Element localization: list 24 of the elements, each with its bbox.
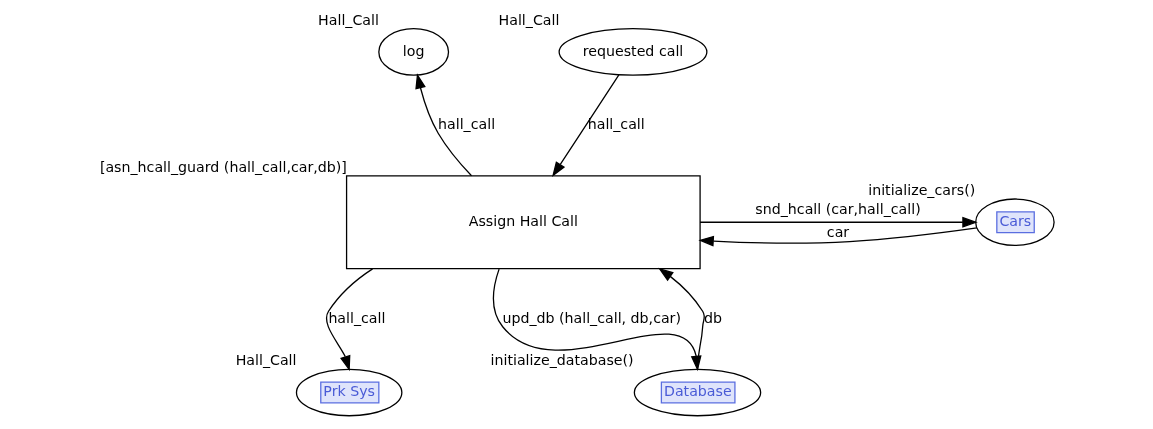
edge-label: hall_call bbox=[587, 116, 645, 133]
edge-label: upd_db (hall_call, db,car) bbox=[501, 309, 681, 326]
edge-label: db bbox=[703, 309, 722, 326]
arrow bbox=[325, 268, 373, 372]
arrow bbox=[414, 73, 472, 177]
edge-label: hall_call bbox=[327, 309, 385, 326]
node-label: initialize_cars() bbox=[867, 181, 975, 198]
node-ellipse: requested call bbox=[558, 28, 707, 76]
node-label: [asn_hcall_guard (hall_call,car,db)] bbox=[99, 158, 347, 175]
node-ellipse: Prk Sys bbox=[295, 368, 402, 417]
edge-label: car bbox=[826, 224, 849, 241]
node-ellipse: log bbox=[377, 28, 449, 76]
node-label: initialize_database() bbox=[490, 352, 634, 369]
node-ellipse: Database bbox=[633, 368, 761, 417]
node-ellipse: Cars bbox=[974, 198, 1055, 247]
node-box: Assign Hall Call bbox=[345, 175, 701, 270]
node-label: Hall_Call bbox=[317, 11, 379, 28]
arrow bbox=[697, 227, 978, 247]
edge-label: hall_call bbox=[437, 116, 495, 133]
edge-label: snd_hcall (car,hall_call) bbox=[754, 201, 921, 218]
node-label: Hall_Call bbox=[498, 11, 559, 28]
arrow bbox=[551, 74, 620, 178]
arrow bbox=[698, 216, 978, 228]
node-label: Hall_Call bbox=[235, 352, 296, 369]
